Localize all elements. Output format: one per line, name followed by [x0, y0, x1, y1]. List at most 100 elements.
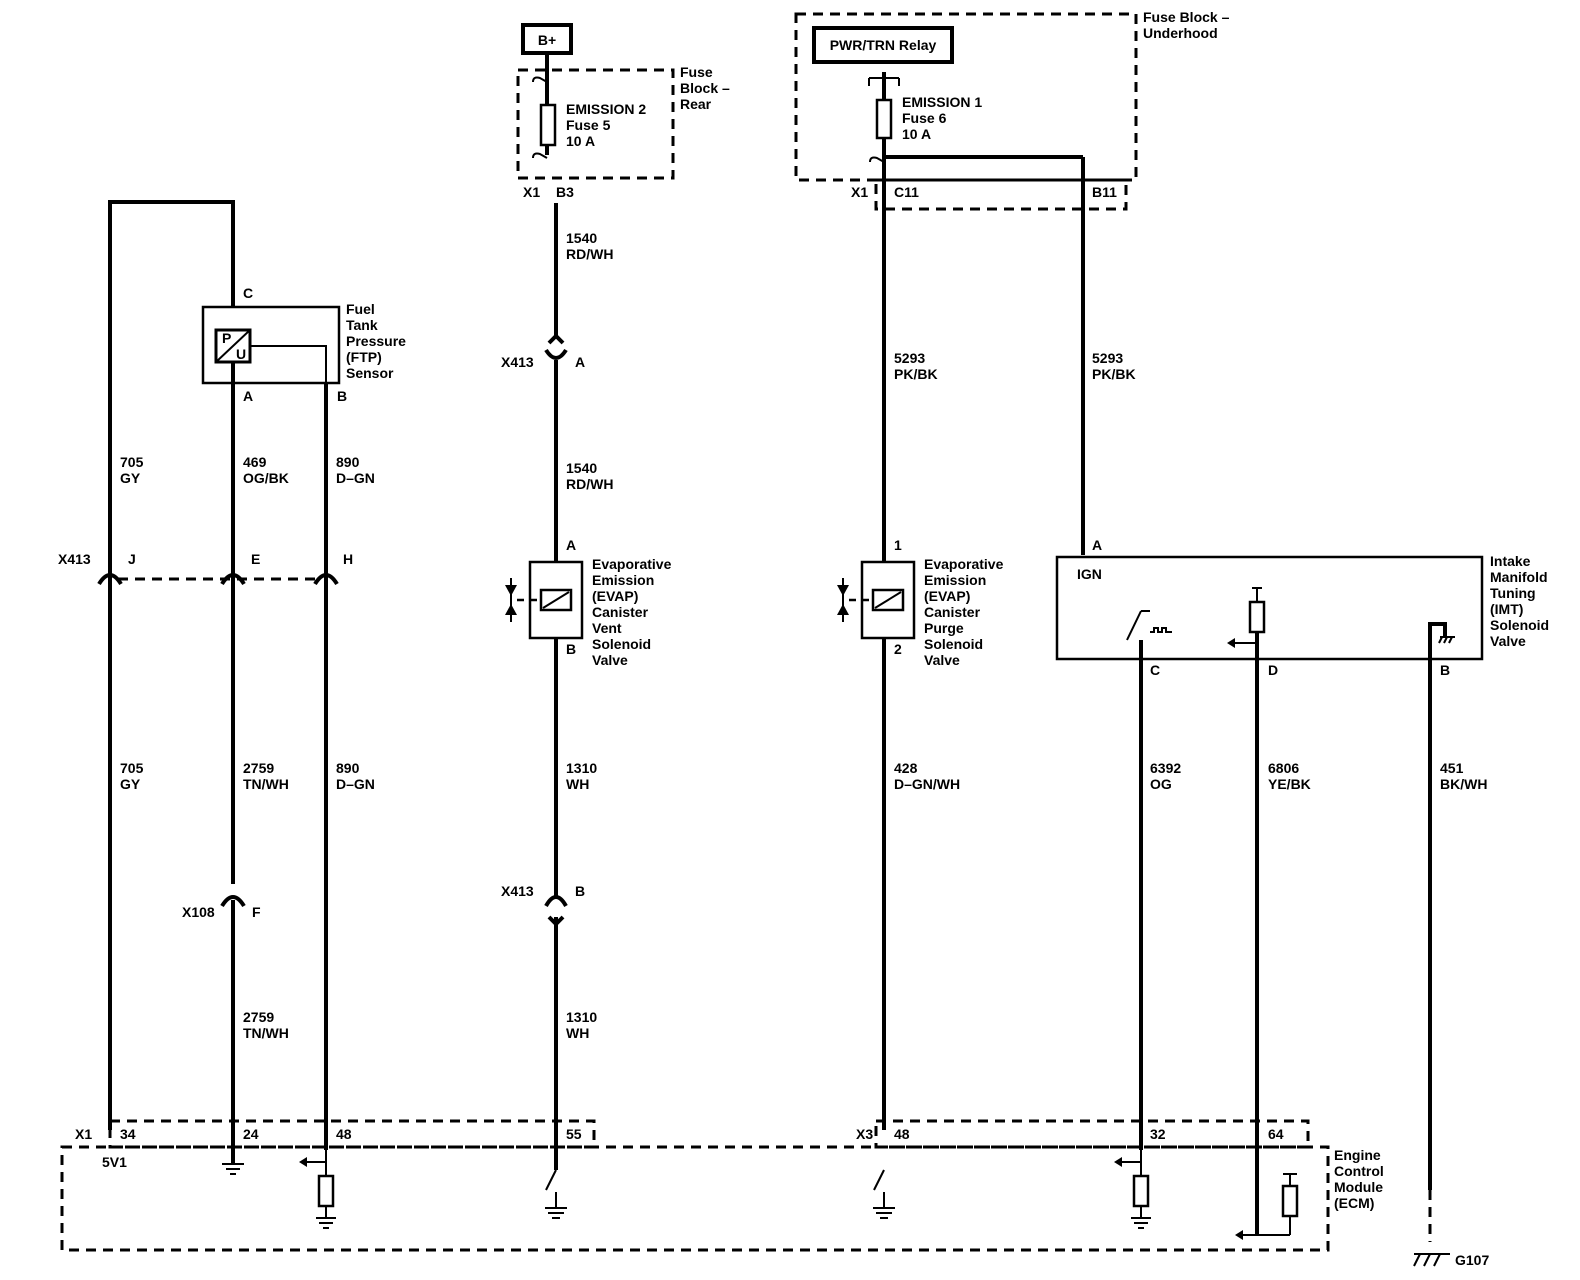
imt-pin-a: A: [1092, 537, 1102, 553]
w705-bot-num: 705: [120, 760, 144, 776]
ecm-box: [60, 1145, 1330, 1252]
ftp-pin-b: B: [337, 388, 347, 404]
w5293-right-num: 5293: [1092, 350, 1123, 366]
x413-pin-h: H: [343, 551, 353, 567]
imt-label-l3: Tuning: [1490, 585, 1536, 601]
purge-label-l2: Emission: [924, 572, 986, 588]
vent-label-l2: Emission: [592, 572, 654, 588]
fuse-block-underhood-l2: Underhood: [1143, 25, 1218, 41]
w451-color: BK/WH: [1440, 776, 1487, 792]
w890-top-num: 890: [336, 454, 360, 470]
vent-label-l1: Evaporative: [592, 556, 672, 572]
pin-c11: C11: [894, 184, 919, 200]
ecm-pin-24: 24: [243, 1126, 259, 1142]
w5293-right-color: PK/BK: [1092, 366, 1136, 382]
fuse-emission2-symbol: [539, 103, 557, 147]
fuse-rear-l1: EMISSION 2: [566, 101, 646, 117]
ecm-x1-label: X1: [75, 1126, 92, 1142]
ecm-pin-34: 34: [120, 1126, 136, 1142]
ecm-resistor-48-icon: [317, 1174, 335, 1208]
imt-ign-label: IGN: [1077, 566, 1102, 582]
w428-color: D–GN/WH: [894, 776, 960, 792]
w1540-top-num: 1540: [566, 230, 597, 246]
w1540-top-color: RD/WH: [566, 246, 613, 262]
purge-pin-1: 1: [894, 537, 902, 553]
imt-pin-d: D: [1268, 662, 1278, 678]
bplus-label: B+: [538, 32, 556, 48]
ecm-x3-label: X3: [856, 1126, 873, 1142]
ecm-5v1-label: 5V1: [102, 1154, 127, 1170]
ecm-x3-connector: [874, 1119, 1310, 1149]
ecm-resistor-64-icon: [1281, 1184, 1299, 1218]
x413-pin-b: B: [575, 883, 585, 899]
fuse-underhood-l1: EMISSION 1: [902, 94, 982, 110]
vent-pin-a: A: [566, 537, 576, 553]
w705-bot-color: GY: [120, 776, 141, 792]
vent-pin-b: B: [566, 641, 576, 657]
purge-label-l5: Purge: [924, 620, 964, 636]
w2759-mid-num: 2759: [243, 760, 274, 776]
ecm-resistor-32-icon: [1132, 1174, 1150, 1208]
w451-num: 451: [1440, 760, 1464, 776]
x413-b-connector: [544, 895, 568, 908]
vent-label-l6: Solenoid: [592, 636, 651, 652]
ftp-label-l5: Sensor: [346, 365, 394, 381]
x413-vent-top-label: X413: [501, 354, 534, 370]
w469-num: 469: [243, 454, 267, 470]
ecm-pin-48b: 48: [894, 1126, 910, 1142]
ftp-label-l4: (FTP): [346, 349, 382, 365]
w469-color: OG/BK: [243, 470, 289, 486]
pin-b11: B11: [1092, 184, 1117, 200]
ecm-pin-64: 64: [1268, 1126, 1284, 1142]
ftp-p: P: [222, 330, 231, 346]
imt-pin-b: B: [1440, 662, 1450, 678]
x413-e-connector: [220, 573, 246, 586]
pwr-trn-relay-label: PWR/TRN Relay: [830, 37, 937, 53]
ftp-pin-a: A: [243, 388, 253, 404]
w890-bot-num: 890: [336, 760, 360, 776]
w2759-mid-color: TN/WH: [243, 776, 289, 792]
ecm-pin-55: 55: [566, 1126, 582, 1142]
purge-pin-2: 2: [894, 641, 902, 657]
ecm-x1-connector: [108, 1119, 596, 1149]
vent-label-l7: Valve: [592, 652, 628, 668]
imt-label-l2: Manifold: [1490, 569, 1548, 585]
w5293-left-num: 5293: [894, 350, 925, 366]
conn-x1-rear: X1: [523, 184, 540, 200]
vent-label-l4: Canister: [592, 604, 649, 620]
w705-top-color: GY: [120, 470, 141, 486]
w1310-top-num: 1310: [566, 760, 597, 776]
w1310-top-color: WH: [566, 776, 589, 792]
ftp-pin-c: C: [243, 285, 253, 301]
x108-pin-f: F: [252, 904, 261, 920]
ecm-label-l2: Control: [1334, 1163, 1384, 1179]
w6392-color: OG: [1150, 776, 1172, 792]
fuse-block-rear-l3: Rear: [680, 96, 712, 112]
ground-g107: G107: [1455, 1252, 1489, 1268]
x413-j-connector: [97, 573, 123, 586]
purge-label-l6: Solenoid: [924, 636, 983, 652]
imt-label-l6: Valve: [1490, 633, 1526, 649]
ftp-label-l1: Fuel: [346, 301, 375, 317]
pin-b3: B3: [556, 184, 574, 200]
fuse-block-underhood: [794, 12, 1138, 182]
w1310-bot-num: 1310: [566, 1009, 597, 1025]
vent-label-l3: (EVAP): [592, 588, 638, 604]
x1-connector-underhood: [874, 178, 1128, 211]
fuse-rear-l2: Fuse 5: [566, 117, 611, 133]
w5293-left-color: PK/BK: [894, 366, 938, 382]
x108-f-connector: [220, 895, 246, 908]
ftp-label-l3: Pressure: [346, 333, 406, 349]
w1540-bot-num: 1540: [566, 460, 597, 476]
imt-pin-c: C: [1150, 662, 1160, 678]
pwr-trn-relay-box: [812, 26, 954, 64]
fuse-underhood-l2: Fuse 6: [902, 110, 947, 126]
w428-num: 428: [894, 760, 918, 776]
ecm-label-l3: Module: [1334, 1179, 1383, 1195]
imt-label-l5: Solenoid: [1490, 617, 1549, 633]
x413-pin-e: E: [251, 551, 260, 567]
x413-left-label: X413: [58, 551, 91, 567]
w6806-num: 6806: [1268, 760, 1299, 776]
x413-pin-j: J: [128, 551, 136, 567]
